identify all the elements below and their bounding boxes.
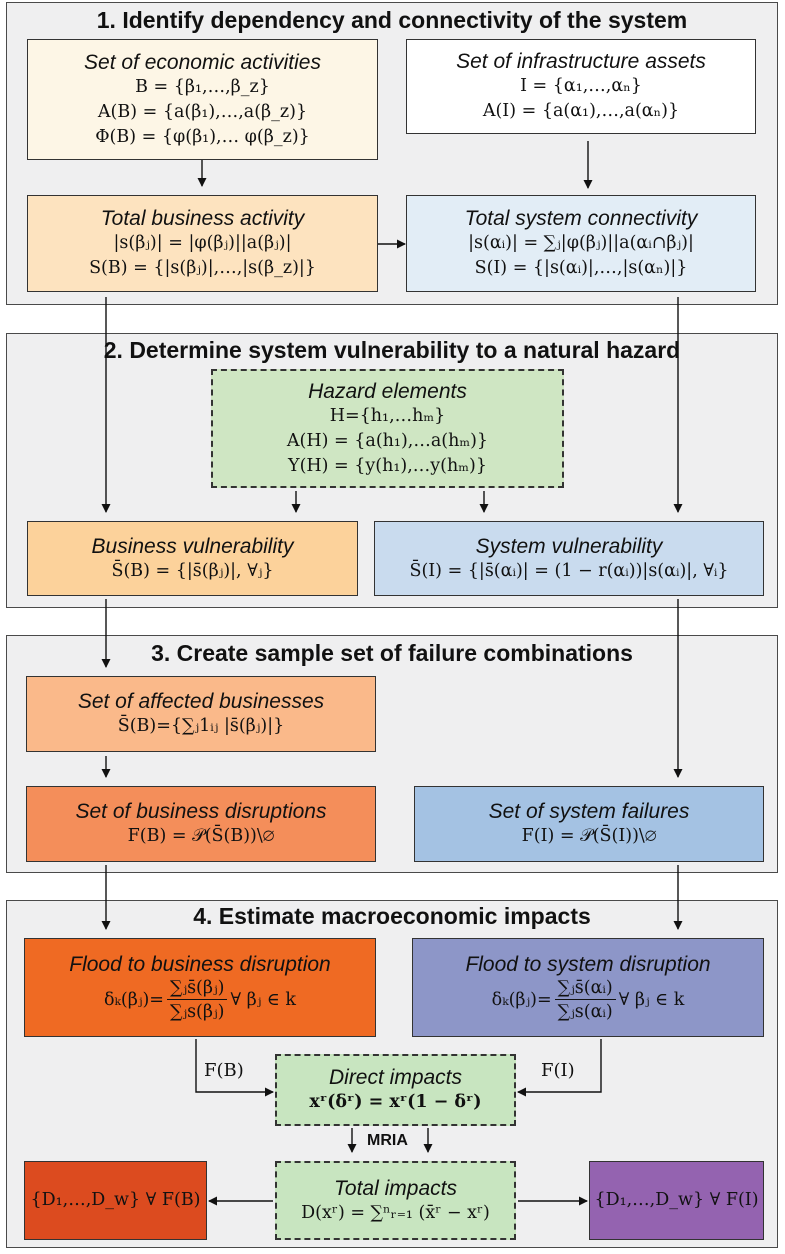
economic-activities-line-1: B = {β₁,…,β_z} <box>135 76 270 97</box>
hazard-elements-box: Hazard elements H={h₁,…hₘ} A(H) = {a(h₁)… <box>211 369 564 488</box>
flood-system-disruption-formula: δₖ(βⱼ)=∑ⱼs̄(αᵢ)∑ⱼs(αᵢ)∀ βⱼ ∈ k <box>492 977 685 1024</box>
economic-activities-box: Set of economic activities B = {β₁,…,β_z… <box>27 39 378 160</box>
output-left-box: {D₁,…,D_w} ∀ F(B) <box>24 1161 207 1240</box>
flood-system-denominator: ∑ⱼs(αᵢ) <box>557 1001 613 1022</box>
flood-business-rhs: ∀ βⱼ ∈ k <box>230 989 297 1010</box>
hazard-elements-line-3: Y(H) = {y(h₁),…y(hₘ)} <box>288 455 487 476</box>
total-system-connectivity-line-1: |s(αᵢ)| = ∑ⱼ|φ(βⱼ)||a(αᵢ∩βⱼ)| <box>468 233 694 253</box>
flood-system-lhs: δₖ(βⱼ)= <box>491 989 552 1010</box>
affected-businesses-box: Set of affected businesses S̄(B)={∑ⱼ1ᵢⱼ … <box>26 676 376 752</box>
business-disruptions-line-1: F(B) = 𝒫(S̄(B))\∅ <box>127 826 275 846</box>
total-business-activity-title: Total business activity <box>100 207 305 230</box>
flood-business-disruption-formula: δₖ(βⱼ)=∑ⱼs̄(βⱼ)∑ⱼs(βⱼ)∀ βⱼ ∈ k <box>104 977 296 1024</box>
affected-businesses-line-1: S̄(B)={∑ⱼ1ᵢⱼ |s̄(βⱼ)|} <box>117 716 285 736</box>
system-vulnerability-box: System vulnerability S̄(I) = {|s̄(αᵢ)| =… <box>374 521 764 596</box>
economic-activities-line-3: Φ(B) = {φ(β₁),… φ(β_z)} <box>95 126 310 147</box>
flood-business-fraction: ∑ⱼs̄(βⱼ)∑ⱼs(βⱼ) <box>166 977 228 1024</box>
fi-connector-label: F(I) <box>541 1060 575 1081</box>
business-vulnerability-line-1: S̄(B) = {|s̄(βⱼ)|, ∀ⱼ} <box>111 560 274 581</box>
business-disruptions-title: Set of business disruptions <box>75 800 327 823</box>
flood-system-disruption-title: Flood to system disruption <box>465 952 711 976</box>
business-vulnerability-title: Business vulnerability <box>91 534 294 558</box>
flood-business-numerator: ∑ⱼs̄(βⱼ) <box>166 977 228 1000</box>
infrastructure-assets-box: Set of infrastructure assets I = {α₁,…,α… <box>406 39 756 134</box>
total-system-connectivity-title: Total system connectivity <box>464 207 698 230</box>
flood-system-rhs: ∀ βⱼ ∈ k <box>618 989 685 1010</box>
mria-label: MRIA <box>367 1132 408 1149</box>
system-failures-box: Set of system failures F(I) = 𝒫(S̄(I))\∅ <box>414 786 764 862</box>
flood-business-disruption-box: Flood to business disruption δₖ(βⱼ)=∑ⱼs̄… <box>24 938 376 1037</box>
business-disruptions-box: Set of business disruptions F(B) = 𝒫(S̄(… <box>26 786 376 862</box>
total-business-activity-line-2: S(B) = {|s(βⱼ)|,…,|s(β_z)|} <box>89 258 316 278</box>
total-system-connectivity-line-2: S(I) = {|s(αᵢ)|,…,|s(αₙ)|} <box>474 258 688 278</box>
system-vulnerability-line-1: S̄(I) = {|s̄(αᵢ)| = (1 − r(αᵢ))|s(αᵢ)|, … <box>409 560 729 581</box>
system-failures-title: Set of system failures <box>488 800 690 823</box>
panel-3-title: 3. Create sample set of failure combinat… <box>151 640 633 666</box>
output-left-line-1: {D₁,…,D_w} ∀ F(B) <box>30 1190 201 1210</box>
infrastructure-assets-title: Set of infrastructure assets <box>456 50 706 73</box>
flood-business-disruption-title: Flood to business disruption <box>69 952 331 976</box>
flood-business-lhs: δₖ(βⱼ)= <box>103 989 164 1010</box>
infrastructure-assets-line-1: I = {α₁,…,αₙ} <box>520 76 642 96</box>
panel-1-title: 1. Identify dependency and connectivity … <box>96 7 688 33</box>
economic-activities-line-2: A(B) = {a(β₁),…,a(β_z)} <box>97 101 308 122</box>
hazard-elements-line-1: H={h₁,…hₘ} <box>329 405 446 426</box>
business-vulnerability-box: Business vulnerability S̄(B) = {|s̄(βⱼ)|… <box>27 521 358 596</box>
economic-activities-title: Set of economic activities <box>84 50 321 74</box>
flood-system-numerator: ∑ⱼs̄(αᵢ) <box>554 977 616 1000</box>
direct-impacts-title: Direct impacts <box>328 1066 463 1089</box>
output-right-line-1: {D₁,…,D_w} ∀ F(I) <box>594 1190 759 1210</box>
system-vulnerability-title: System vulnerability <box>475 534 663 558</box>
fb-connector-label: F(B) <box>204 1060 244 1081</box>
direct-impacts-box: Direct impacts xʳ(δʳ) = xʳ(1 − δʳ) <box>275 1054 516 1126</box>
panel-4-title: 4. Estimate macroeconomic impacts <box>193 903 591 929</box>
total-impacts-line-1: D(xʳ) = ∑ⁿᵣ₌₁ (x̄ʳ − xʳ) <box>301 1202 490 1223</box>
total-impacts-title: Total impacts <box>334 1176 457 1200</box>
flood-system-disruption-box: Flood to system disruption δₖ(βⱼ)=∑ⱼs̄(α… <box>412 938 764 1037</box>
system-failures-line-1: F(I) = 𝒫(S̄(I))\∅ <box>521 826 657 846</box>
direct-impacts-line-1: xʳ(δʳ) = xʳ(1 − δʳ) <box>309 1092 482 1112</box>
total-system-connectivity-box: Total system connectivity |s(αᵢ)| = ∑ⱼ|φ… <box>406 195 756 292</box>
flood-system-fraction: ∑ⱼs̄(αᵢ)∑ⱼs(αᵢ) <box>554 977 616 1024</box>
affected-businesses-title: Set of affected businesses <box>77 690 325 713</box>
total-impacts-box: Total impacts D(xʳ) = ∑ⁿᵣ₌₁ (x̄ʳ − xʳ) <box>275 1161 516 1240</box>
panel-2-title: 2. Determine system vulnerability to a n… <box>103 337 681 363</box>
output-right-box: {D₁,…,D_w} ∀ F(I) <box>589 1161 764 1240</box>
total-business-activity-line-1: |s(βⱼ)| = |φ(βⱼ)||a(βⱼ)| <box>113 233 292 253</box>
hazard-elements-line-2: A(H) = {a(h₁),…a(hₘ)} <box>286 430 489 451</box>
infrastructure-assets-line-2: A(I) = {a(α₁),…,a(αₙ)} <box>482 101 680 121</box>
total-business-activity-box: Total business activity |s(βⱼ)| = |φ(βⱼ)… <box>27 195 378 292</box>
hazard-elements-title: Hazard elements <box>308 379 467 403</box>
flood-business-denominator: ∑ⱼs(βⱼ) <box>169 1001 225 1022</box>
